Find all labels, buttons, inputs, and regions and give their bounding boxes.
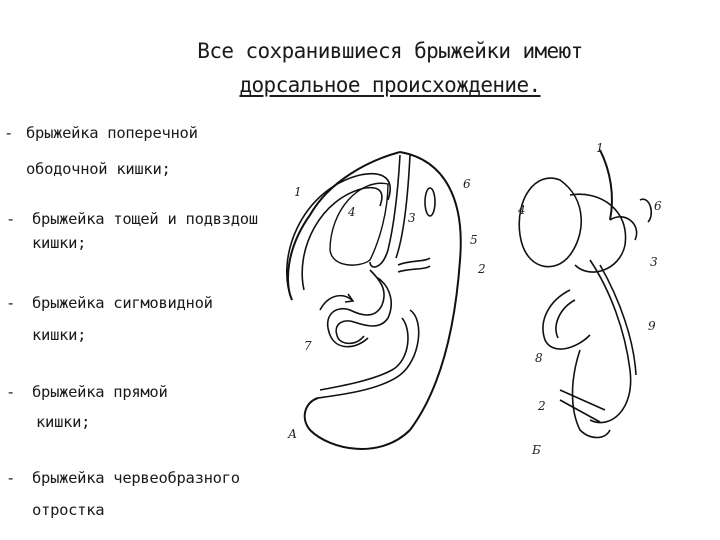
label-b-6: 6 <box>654 199 662 213</box>
bullet-line-1: брыжейка прямой <box>32 383 168 401</box>
label-a-5: 5 <box>470 233 478 247</box>
bullet-line-1: брыжейка поперечной <box>26 124 198 142</box>
bullet-marker: - <box>6 469 16 487</box>
bullet-line-1: брыжейка тощей и подвздош <box>32 210 258 228</box>
bullet-transverse-colon: - брыжейка поперечной ободочной кишки; <box>0 118 270 178</box>
panel-b-label: Б <box>531 443 541 457</box>
mesentery-illustration: А Б 1 2 3 4 5 6 7 1 2 3 4 6 8 9 <box>285 141 662 457</box>
bullet-jejunum-ileum: - брыжейка тощей и подвздош кишки; <box>0 204 285 264</box>
label-b-2: 2 <box>537 399 546 413</box>
bullet-line-2: отростка <box>32 501 105 519</box>
bullet-marker: - <box>6 383 16 401</box>
bullet-line-2: кишки; <box>32 326 87 344</box>
label-a-1: 1 <box>294 185 302 199</box>
bullet-line-2: кишки; <box>36 413 91 431</box>
label-a-7: 7 <box>304 339 312 353</box>
bullet-appendix: - брыжейка червеобразного отростка <box>0 463 270 523</box>
bullet-marker: - <box>6 294 16 312</box>
bullet-line-1: брыжейка сигмовидной <box>32 294 213 312</box>
label-b-8: 8 <box>535 351 543 365</box>
label-b-9: 9 <box>648 319 656 333</box>
label-a-4: 4 <box>347 205 356 219</box>
bullet-sigmoid-colon: - брыжейка сигмовидной кишки; <box>0 288 270 348</box>
bullet-line-2: кишки; <box>32 234 87 252</box>
title-line-2: дорсальное происхождение. <box>239 73 541 97</box>
bullet-marker: - <box>4 124 14 142</box>
figure-labels: А Б 1 2 3 4 5 6 7 1 2 3 4 6 8 9 <box>287 141 662 457</box>
label-a-3: 3 <box>408 211 416 225</box>
panel-a-label: А <box>287 427 297 441</box>
bullet-line-2: ободочной кишки; <box>26 160 171 178</box>
label-a-6: 6 <box>463 177 471 191</box>
label-b-4: 4 <box>517 203 526 217</box>
label-b-3: 3 <box>650 255 658 269</box>
label-a-2: 2 <box>477 262 486 276</box>
label-b-1: 1 <box>596 141 604 155</box>
bullet-marker: - <box>6 210 16 228</box>
slide-title: Все сохранившиеся брыжейки имеют дорсаль… <box>150 34 630 102</box>
bullet-line-1: брыжейка червеобразного <box>32 469 240 487</box>
title-line-1: Все сохранившиеся брыжейки имеют <box>197 39 583 63</box>
bullet-rectum: - брыжейка прямой кишки; <box>0 377 270 437</box>
